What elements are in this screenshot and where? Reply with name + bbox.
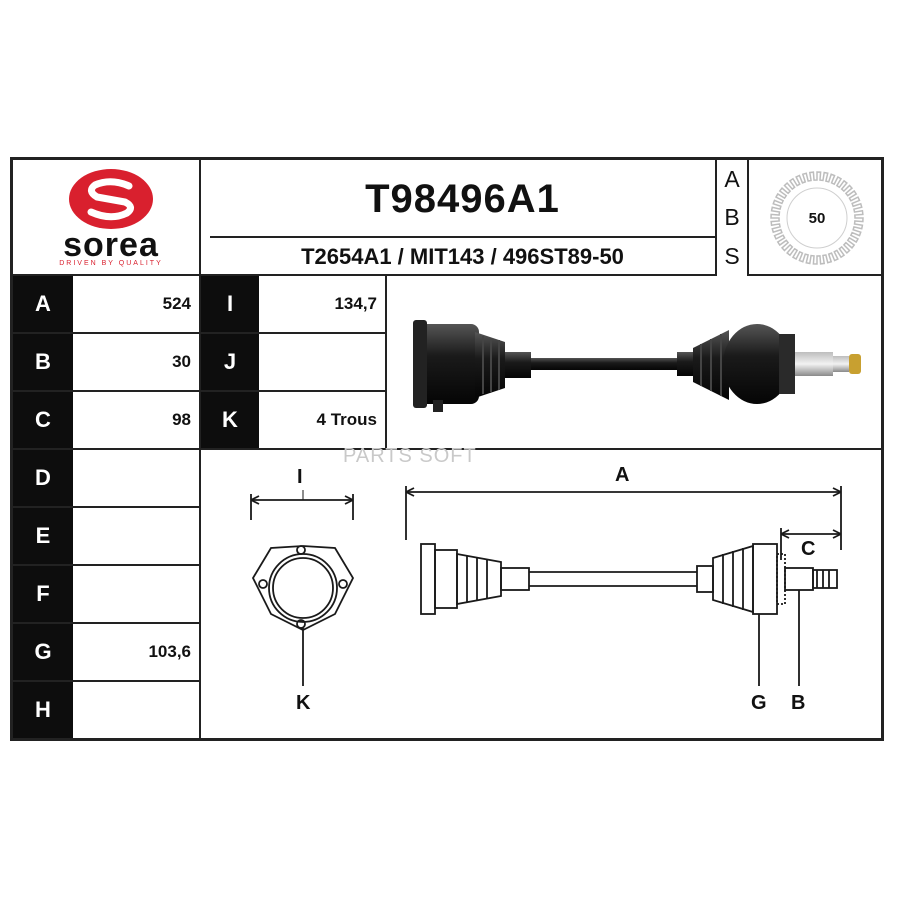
technical-drawing-svg xyxy=(250,486,842,686)
spec-letter-e: E xyxy=(13,508,73,564)
spec-letter-d: D xyxy=(13,450,73,506)
brand-tagline: DRIVEN BY QUALITY xyxy=(59,260,163,267)
abs-column: A B S xyxy=(715,160,749,276)
dimension-label-b: B xyxy=(791,692,806,714)
spec-letter-a: A xyxy=(13,276,73,332)
row-line xyxy=(13,506,199,508)
spec-value-b: 30 xyxy=(172,352,191,371)
spec-value-d xyxy=(73,450,199,506)
spec-letter-h: H xyxy=(13,682,73,738)
technical-drawing: I K A C G B xyxy=(201,450,881,738)
spec-value-e xyxy=(73,508,199,564)
header-divider xyxy=(13,274,881,276)
drive-shaft-photo xyxy=(409,308,875,420)
sorea-logo: sorea DRIVEN BY QUALITY xyxy=(41,166,181,270)
spec-value-f xyxy=(73,566,199,622)
gear-teeth xyxy=(770,171,864,265)
abs-letter-s: S xyxy=(724,243,740,270)
spec-sheet: sorea DRIVEN BY QUALITY T98496A1 T2654A1… xyxy=(10,157,884,741)
left-col-divider xyxy=(199,274,201,738)
abs-ring: 50 xyxy=(765,166,869,270)
abs-gear-icon xyxy=(770,171,864,265)
mid-col-divider xyxy=(385,274,387,450)
spec-value-g: 103,6 xyxy=(148,642,191,661)
brand-name: sorea xyxy=(63,226,159,264)
spec-value-k: 4 Trous xyxy=(316,410,377,429)
cross-references: T2654A1 / MIT143 / 496ST89-50 xyxy=(301,244,624,269)
row-line xyxy=(13,680,199,682)
spec-letter-k: K xyxy=(201,392,259,448)
spec-value-h xyxy=(73,682,199,738)
spec-letter-b: B xyxy=(13,334,73,390)
row-line xyxy=(13,622,199,624)
row-line xyxy=(13,564,199,566)
abs-letter-a: A xyxy=(724,165,740,192)
dimension-label-k: K xyxy=(296,692,311,714)
drive-shaft-image xyxy=(413,320,861,412)
dimension-label-g: G xyxy=(751,692,767,714)
spec-letter-j: J xyxy=(201,334,259,390)
spec-letter-i: I xyxy=(201,276,259,332)
dimension-label-a: A xyxy=(615,464,630,486)
row-line xyxy=(199,390,385,392)
part-number: T98496A1 xyxy=(365,176,560,221)
spec-letter-f: F xyxy=(13,566,73,622)
spec-value-c: 98 xyxy=(172,410,191,429)
gear-inner-circle xyxy=(786,187,848,249)
title-divider xyxy=(210,236,715,238)
spec-letter-g: G xyxy=(13,624,73,680)
spec-letter-c: C xyxy=(13,392,73,448)
abs-letter-b: B xyxy=(724,204,740,231)
row-line xyxy=(13,332,199,334)
spec-value-i: 134,7 xyxy=(334,294,377,313)
spec-value-a: 524 xyxy=(162,294,191,313)
sorea-logo-icon xyxy=(69,169,153,229)
logo-divider xyxy=(199,160,201,276)
row-line xyxy=(13,448,881,450)
dimension-label-c: C xyxy=(801,538,816,560)
spec-value-j xyxy=(259,334,385,390)
watermark: PARTS SOFT xyxy=(343,445,477,467)
abs-teeth-count: 50 xyxy=(808,209,826,227)
dimension-label-i: I xyxy=(297,466,303,488)
row-line xyxy=(13,390,199,392)
row-line xyxy=(199,332,385,334)
